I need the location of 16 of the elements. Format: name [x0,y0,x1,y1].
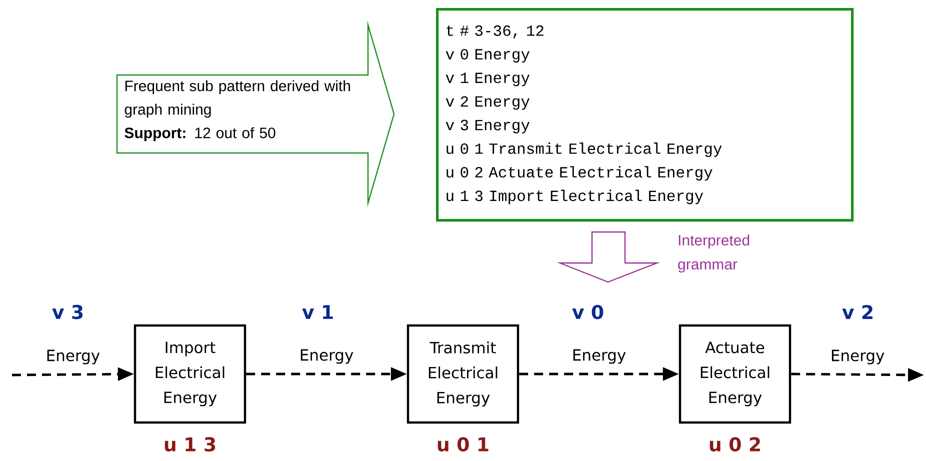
edge-label: Energy [570,348,628,365]
node-label: u 0 2 [710,437,760,452]
vertex-label: v 1 [302,305,333,319]
annotation: Interpreted grammar [678,234,750,272]
process-box: Import Electrical Energy u 1 3 [134,324,246,452]
process-box: Actuate Electrical Energy u 0 2 [678,324,792,452]
edge-label: Energy [44,348,102,366]
edge-label: Energy [298,348,355,365]
process-box: Transmit Electrical Energy u 0 1 [406,324,520,452]
vertex-label: v 3 [52,304,83,320]
node-label: u 0 1 [438,437,488,452]
node-label: u 1 3 [164,437,216,452]
edge-label: Energy [829,348,886,366]
vertex-label: v 2 [842,304,872,320]
code-box: t # 3-36, 12 v 0 Energy v 1 Energy v 2 Energy v 3 Energy u 0 1 Transmit Electrical Energy u 0 2 Actuate Electrical Energy u 1 3 Import Electrical Energy [436,8,854,222]
vertex-label: v 0 [572,304,604,320]
